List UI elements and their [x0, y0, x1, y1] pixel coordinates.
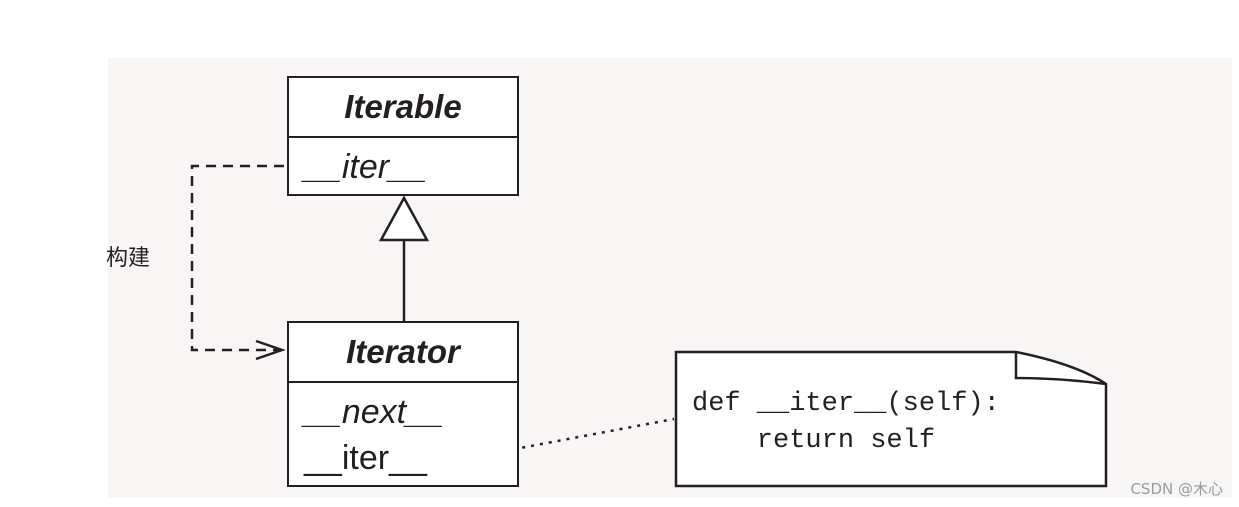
iterable-class-box: Iterable __iter__ — [287, 76, 519, 196]
build-dependency-arrowhead — [255, 339, 286, 361]
inheritance-arrowhead — [378, 195, 430, 242]
code-note-shape — [674, 350, 1108, 488]
build-relation-label: 构建 — [106, 246, 151, 271]
iterable-iter-method: __iter__ — [304, 148, 427, 186]
iterable-class-name: Iterable — [289, 78, 517, 138]
iterator-class-box: Iterator __next__ __iter__ — [287, 321, 519, 487]
code-note-line-2: return self — [692, 426, 936, 456]
code-note-line-1: def __iter__(self): — [692, 389, 1000, 419]
note-folded-corner — [1014, 352, 1107, 386]
code-note-text: def __iter__(self): return self — [692, 386, 1000, 460]
note-connector — [477, 417, 675, 458]
iterator-next-method: __next__ — [304, 393, 444, 431]
iterator-class-name: Iterator — [289, 323, 517, 383]
csdn-watermark: CSDN @木心 — [1130, 480, 1223, 498]
iterator-iter-method: __iter__ — [304, 439, 427, 477]
build-dependency-line — [190, 164, 284, 352]
